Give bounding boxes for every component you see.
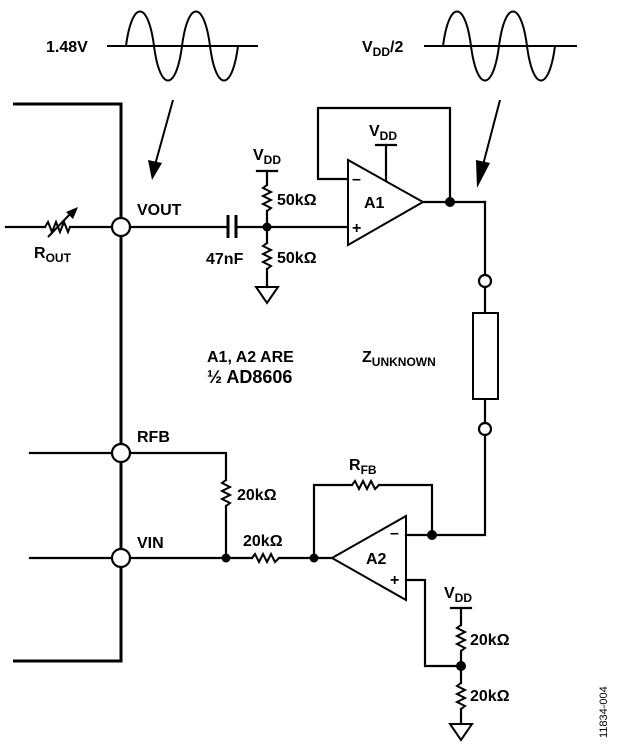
- vout-terminal[interactable]: [110, 216, 132, 238]
- arrow-2-head: [476, 160, 490, 188]
- svg-text:–: –: [352, 171, 361, 188]
- divider-1: VDD 50kΩ 50kΩ: [253, 147, 317, 305]
- r-top-label: 50kΩ: [277, 192, 317, 209]
- junction-dot: [221, 553, 231, 563]
- svg-text:+: +: [390, 572, 399, 589]
- vdd-label: VDD: [444, 585, 472, 605]
- r-series-label: 20kΩ: [243, 533, 283, 550]
- zunknown-terminal-top[interactable]: [477, 273, 493, 289]
- svg-text:A1: A1: [364, 195, 385, 212]
- arrow-1-head: [148, 160, 162, 180]
- vout-label: VOUT: [137, 202, 182, 219]
- figure-id: 11834-004: [598, 686, 610, 738]
- opamp-a2: A2 – +: [329, 514, 407, 602]
- variable-arrow: [47, 211, 73, 238]
- svg-text:20kΩ: 20kΩ: [470, 688, 510, 705]
- opamp-a1: A1 – + VDD: [316, 106, 452, 247]
- waveform-2: VDD/2: [362, 10, 577, 188]
- arrow-1-shaft: [154, 99, 174, 166]
- arrow-2-shaft: [482, 99, 501, 166]
- a1-vdd-label: VDD: [369, 123, 397, 143]
- rfb-label: RFB: [137, 429, 170, 446]
- waveform-1: 1.48V: [46, 10, 258, 180]
- capacitor-label: 47nF: [206, 251, 244, 268]
- junction-dot: [427, 530, 437, 540]
- note-line-2: ½ AD8606: [207, 367, 292, 387]
- rfb-terminal[interactable]: [110, 442, 132, 464]
- vin-label: VIN: [137, 535, 164, 552]
- svg-text:A2: A2: [366, 551, 387, 568]
- ground-icon: [448, 723, 474, 742]
- waveform-1-sine: [125, 10, 239, 82]
- divider-2: VDD 20kΩ 20kΩ: [444, 585, 510, 742]
- capacitor-47nf: 47nF: [206, 215, 244, 268]
- rout-resistor: ROUT: [4, 207, 114, 265]
- waveform-2-label: VDD/2: [362, 39, 403, 59]
- rfb-feedback-label: RFB: [349, 457, 377, 477]
- rfb-shunt-label: 20kΩ: [237, 487, 277, 504]
- r-bottom-label: 50kΩ: [277, 250, 317, 267]
- vin-terminal[interactable]: [110, 547, 132, 569]
- zunknown-impedance: [472, 312, 499, 400]
- zunknown-label: ZUNKNOWN: [362, 349, 436, 369]
- device-outline: [13, 102, 123, 663]
- svg-text:–: –: [390, 525, 399, 542]
- waveform-2-sine: [442, 10, 556, 82]
- vdd-label: VDD: [253, 147, 281, 167]
- note-line-1: A1, A2 ARE: [207, 349, 294, 366]
- waveform-1-label: 1.48V: [46, 39, 88, 56]
- junction-dot: [456, 661, 466, 671]
- junction-dot: [445, 197, 455, 207]
- svg-text:+: +: [352, 220, 361, 237]
- zunknown-terminal-bottom[interactable]: [477, 421, 493, 437]
- svg-text:20kΩ: 20kΩ: [470, 632, 510, 649]
- ground-icon: [254, 286, 280, 305]
- rout-label: ROUT: [34, 245, 72, 265]
